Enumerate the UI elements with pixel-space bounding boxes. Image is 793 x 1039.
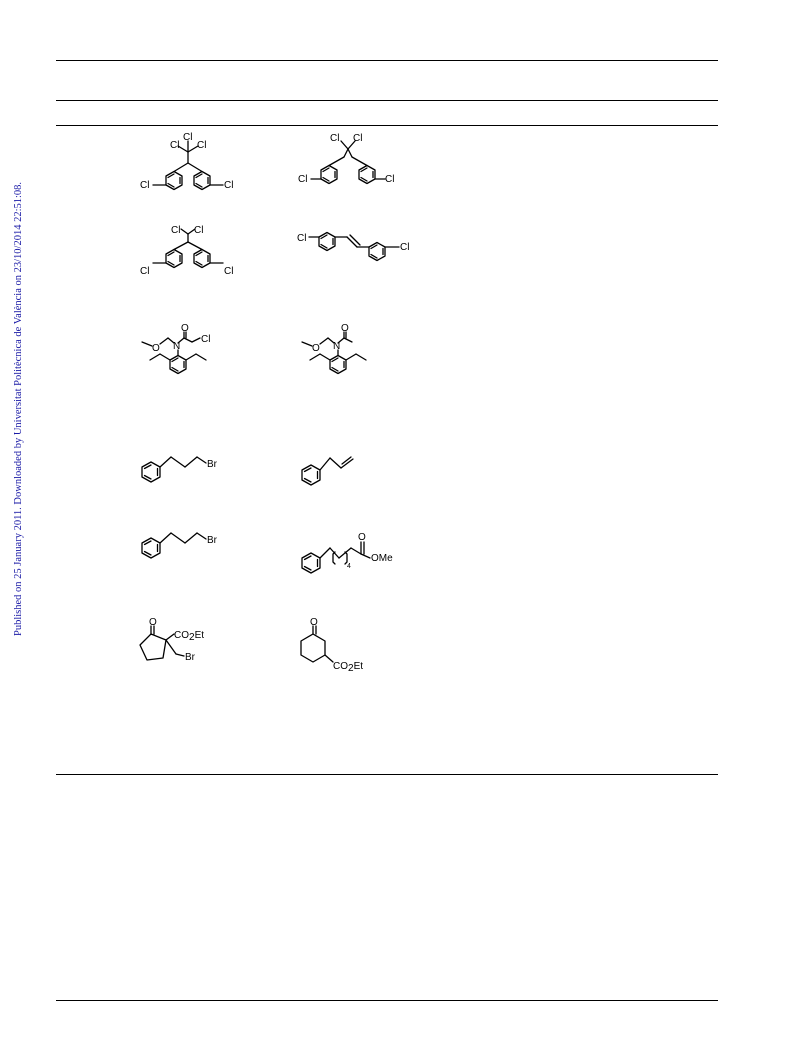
label-cl: Cl bbox=[297, 233, 306, 244]
structure-dichlorostilbene: Cl Cl bbox=[297, 231, 409, 262]
label-co: CO bbox=[333, 661, 348, 672]
label-o: O bbox=[149, 617, 157, 628]
label-cl: Cl bbox=[170, 140, 179, 151]
table-bottom-rule bbox=[56, 774, 718, 775]
label-n: N bbox=[173, 341, 180, 352]
structure-ddd-a: Cl Cl Cl Cl bbox=[298, 133, 394, 185]
table-top-rule bbox=[56, 60, 718, 61]
label-cl: Cl bbox=[171, 225, 180, 236]
structure-phenylpropyl-bromide-b: Br bbox=[141, 532, 218, 559]
structure-ethyl-oxocyclohexanecarboxylate: O CO2Et bbox=[300, 617, 363, 674]
label-br: Br bbox=[207, 459, 218, 470]
label-cl: Cl bbox=[197, 140, 206, 151]
label-cl: Cl bbox=[330, 133, 339, 144]
label-cl: Cl bbox=[385, 174, 394, 185]
label-et: Et bbox=[354, 661, 364, 672]
label-co2-subscript: 2 bbox=[189, 632, 195, 643]
download-notice-text[interactable]: Published on 25 January 2011. Downloaded… bbox=[13, 181, 24, 636]
label-o: O bbox=[312, 343, 320, 354]
table-header-rule bbox=[56, 100, 718, 101]
label-repeat-count: 4 bbox=[347, 563, 351, 570]
structure-alachlor: O N O Cl bbox=[141, 323, 210, 375]
label-cl: Cl bbox=[194, 225, 203, 236]
label-o: O bbox=[358, 532, 366, 543]
label-br: Br bbox=[207, 535, 218, 546]
label-br: Br bbox=[185, 652, 196, 663]
structure-bromomethyl-oxocyclopentane-ester: O CO2Et Br bbox=[139, 617, 204, 663]
svg-text:CO2Et: CO2Et bbox=[333, 661, 363, 674]
label-cl: Cl bbox=[224, 180, 233, 191]
label-ome: OMe bbox=[371, 553, 393, 564]
structure-phenylpropyl-bromide-a: Br bbox=[141, 456, 218, 483]
label-cl: Cl bbox=[140, 180, 149, 191]
label-cl: Cl bbox=[353, 133, 362, 144]
label-co2-subscript: 2 bbox=[348, 663, 354, 674]
table-header-bottom-rule bbox=[56, 125, 718, 126]
label-cl: Cl bbox=[201, 334, 210, 345]
structure-allylbenzene bbox=[301, 456, 354, 486]
structure-ddd-b: Cl Cl Cl Cl bbox=[140, 225, 233, 277]
label-co: CO bbox=[174, 630, 189, 641]
svg-text:CO2Et: CO2Et bbox=[174, 630, 204, 643]
label-cl: Cl bbox=[400, 242, 409, 253]
label-cl: Cl bbox=[224, 266, 233, 277]
label-cl: Cl bbox=[298, 174, 307, 185]
structure-deschloro-alachlor: O N O bbox=[301, 323, 367, 375]
label-cl: Cl bbox=[140, 266, 149, 277]
label-o: O bbox=[310, 617, 318, 628]
footer-rule bbox=[56, 1000, 718, 1001]
label-et: Et bbox=[195, 630, 205, 641]
structure-ddt: Cl Cl Cl Cl Cl bbox=[140, 132, 233, 191]
structure-methyl-phenylalkanoate: O OMe 4 bbox=[301, 532, 393, 574]
label-o: O bbox=[181, 323, 189, 334]
label-o: O bbox=[152, 343, 160, 354]
label-n: N bbox=[333, 341, 340, 352]
label-o: O bbox=[341, 323, 349, 334]
label-cl: Cl bbox=[183, 132, 192, 143]
